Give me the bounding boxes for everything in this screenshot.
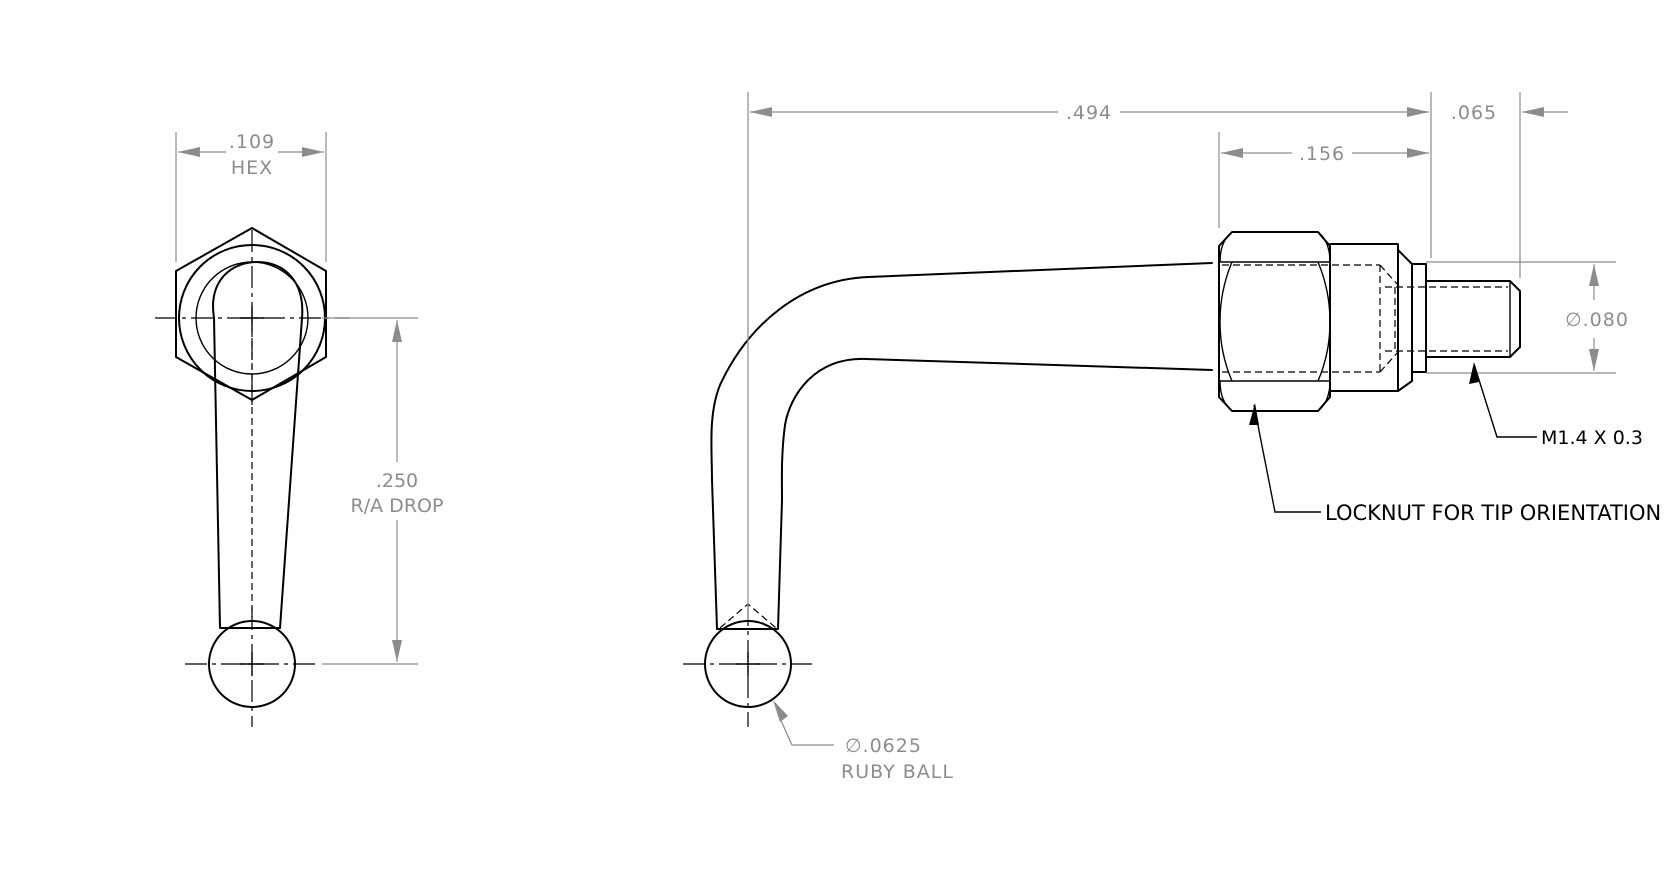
locknut-length-dimension: .156: [1218, 132, 1429, 228]
ball-diameter-value: ∅.0625: [845, 735, 922, 757]
locknut-note: LOCKNUT FOR TIP ORIENTATION: [1249, 403, 1661, 525]
thread-length-dimension: .065: [1451, 92, 1568, 278]
hex-dimension: .109 HEX: [175, 131, 327, 262]
hex-dimension-label: HEX: [231, 157, 273, 179]
hex-dimension-value: .109: [229, 131, 275, 153]
thread-callout: M1.4 X 0.3: [1469, 362, 1643, 449]
locknut-note-text: LOCKNUT FOR TIP ORIENTATION: [1325, 501, 1661, 525]
overall-length-value: .494: [1066, 102, 1112, 124]
thread-pin: [1385, 280, 1521, 358]
stylus-shank-front: [710, 262, 1213, 630]
thread-callout-text: M1.4 X 0.3: [1541, 427, 1643, 449]
thread-diameter-dimension: ∅.080: [1426, 261, 1629, 374]
front-view: .494 .065 .156 ∅.080: [683, 92, 1661, 783]
drop-dimension-label: R/A DROP: [351, 495, 444, 517]
overall-length-dimension: .494: [747, 92, 1432, 620]
threaded-body: [1222, 243, 1427, 392]
thread-length-value: .065: [1451, 102, 1497, 124]
stylus-shank-side: [212, 261, 304, 629]
ball-callout: ∅.0625 RUBY BALL: [773, 700, 954, 783]
side-view: .109 HEX .250 R/A DROP: [155, 131, 443, 727]
locknut: [1218, 231, 1331, 412]
drop-dimension: .250 R/A DROP: [322, 317, 444, 665]
ball-label: RUBY BALL: [841, 761, 954, 783]
locknut-length-value: .156: [1299, 143, 1345, 165]
thread-diameter-value: ∅.080: [1565, 309, 1629, 331]
drop-dimension-value: .250: [376, 470, 418, 492]
